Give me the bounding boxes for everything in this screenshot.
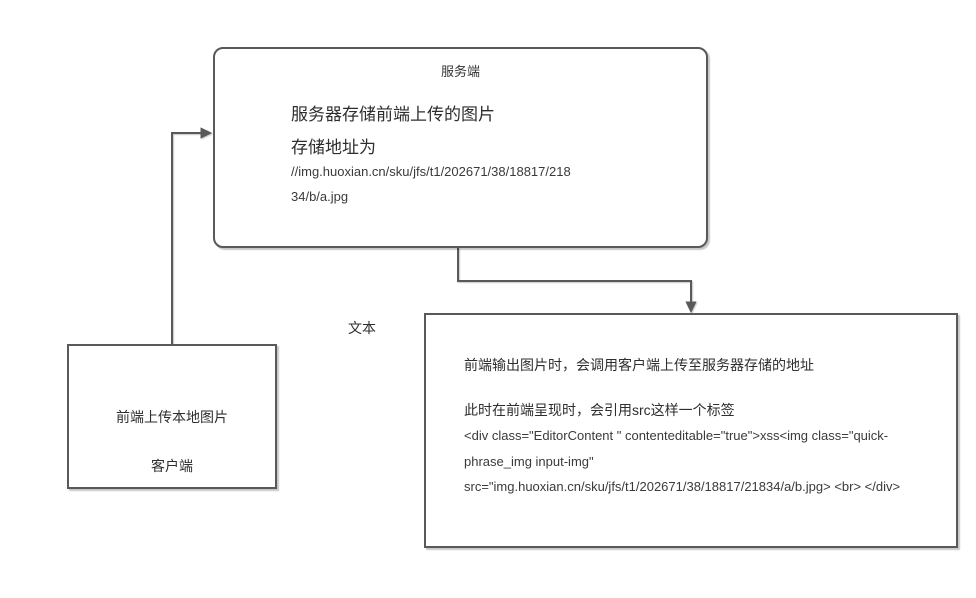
connector-server-to-detail xyxy=(457,248,697,314)
arrowhead-right-icon xyxy=(200,127,213,139)
detail-node-line2: 此时在前端呈现时，会引用src这样一个标签 xyxy=(464,402,735,418)
server-node: 服务端 服务器存储前端上传的图片 存储地址为 //img.huoxian.cn/… xyxy=(213,47,708,248)
server-node-title: 服务端 xyxy=(440,64,480,79)
detail-node-line1: 前端输出图片时，会调用客户端上传至服务器存储的地址 xyxy=(464,357,814,373)
client-node-line2: 客户端 xyxy=(151,458,193,474)
arrowhead-down-icon xyxy=(685,301,697,314)
client-node-line1: 前端上传本地图片 xyxy=(116,409,228,425)
detail-node-code-line3: src="img.huoxian.cn/sku/jfs/t1/202671/38… xyxy=(464,479,901,494)
detail-node-code-line1: <div class="EditorContent " contentedita… xyxy=(464,428,889,443)
detail-node-code-line2: phrase_img input-img" xyxy=(464,454,594,469)
server-node-body-line1: 服务器存储前端上传的图片 xyxy=(291,105,495,124)
text-label: 文本 xyxy=(348,320,376,336)
client-node: 前端上传本地图片 客户端 xyxy=(67,344,277,489)
connector-client-to-server xyxy=(171,127,213,344)
server-node-url-line2: 34/b/a.jpg xyxy=(291,189,349,204)
server-node-url-line1: //img.huoxian.cn/sku/jfs/t1/202671/38/18… xyxy=(291,164,571,179)
detail-node: 前端输出图片时，会调用客户端上传至服务器存储的地址 此时在前端呈现时，会引用sr… xyxy=(424,313,958,548)
server-node-body-line2: 存储地址为 xyxy=(291,138,376,157)
